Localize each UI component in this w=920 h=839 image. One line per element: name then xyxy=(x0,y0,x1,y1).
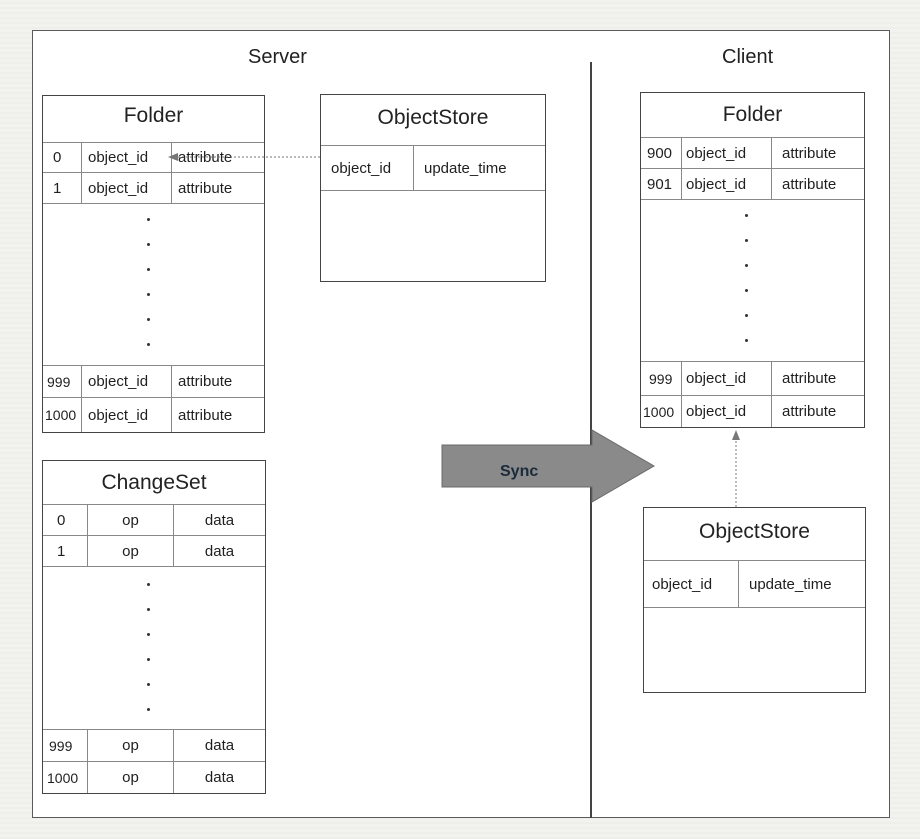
table-row: 999 object_id attribute xyxy=(43,365,264,397)
ellipsis-dot xyxy=(745,214,748,217)
row-attribute: attribute xyxy=(771,396,864,427)
row-op: op xyxy=(87,536,173,566)
row-index: 999 xyxy=(47,373,71,390)
row-data: data xyxy=(173,505,265,535)
table-row: 999 op data xyxy=(43,729,265,761)
row-object-id: object_id xyxy=(681,138,771,168)
table-row: object_id update_time xyxy=(321,145,545,191)
row-index: 0 xyxy=(57,511,66,529)
row-object-id: object_id xyxy=(81,398,171,432)
row-attribute: attribute xyxy=(171,398,264,432)
row-index: 999 xyxy=(49,737,73,754)
client-folder-table: Folder 900 object_id attribute 901 objec… xyxy=(640,92,865,428)
ellipsis-region xyxy=(641,199,864,361)
client-objectstore-table: ObjectStore object_id update_time xyxy=(643,507,866,693)
client-label: Client xyxy=(722,46,774,68)
ellipsis-dot xyxy=(147,218,150,221)
row-index: 901 xyxy=(647,175,673,193)
changeset-title: ChangeSet xyxy=(101,471,207,494)
table-row: 1000 op data xyxy=(43,761,265,793)
col-object-id: object_id xyxy=(652,575,713,593)
client-folder-title: Folder xyxy=(722,103,783,126)
ellipsis-dot xyxy=(147,583,150,586)
row-object-id: object_id xyxy=(81,366,171,397)
row-object-id: object_id xyxy=(681,362,771,395)
server-client-divider xyxy=(590,62,592,818)
col-update-time: update_time xyxy=(413,146,545,190)
ellipsis-region xyxy=(43,566,265,729)
table-row: 0 op data xyxy=(43,504,265,535)
sync-label: Sync xyxy=(500,463,539,480)
row-op: op xyxy=(87,762,173,793)
ellipsis-dot xyxy=(745,239,748,242)
col-object-id: object_id xyxy=(331,159,392,177)
row-data: data xyxy=(173,730,265,761)
ellipsis-dot xyxy=(147,243,150,246)
row-attribute: attribute xyxy=(771,138,864,168)
table-row: 999 object_id attribute xyxy=(641,361,864,395)
changeset-table: ChangeSet 0 op data 1 op data 999 op dat… xyxy=(42,460,266,794)
ellipsis-dot xyxy=(147,608,150,611)
row-object-id: object_id xyxy=(81,143,171,172)
server-objectstore-title: ObjectStore xyxy=(377,106,489,129)
server-objectstore-table: ObjectStore object_id update_time xyxy=(320,94,546,282)
table-row: 901 object_id attribute xyxy=(641,168,864,199)
row-object-id: object_id xyxy=(681,169,771,199)
row-data: data xyxy=(173,762,265,793)
row-object-id: object_id xyxy=(81,173,171,203)
ellipsis-dot xyxy=(745,289,748,292)
row-index: 0 xyxy=(53,149,62,166)
table-row: 1000 object_id attribute xyxy=(43,397,264,432)
table-row: 1 op data xyxy=(43,535,265,566)
row-index: 999 xyxy=(649,370,673,387)
server-link-arrowhead xyxy=(168,153,178,161)
server-folder-table: Folder 0 object_id attribute 1 object_id… xyxy=(42,95,265,433)
row-index: 1000 xyxy=(47,769,79,786)
ellipsis-dot xyxy=(147,633,150,636)
row-op: op xyxy=(87,730,173,761)
table-row: object_id update_time xyxy=(644,560,865,608)
row-index: 1000 xyxy=(643,403,675,420)
ellipsis-dot xyxy=(147,708,150,711)
ellipsis-dot xyxy=(745,339,748,342)
row-data: data xyxy=(173,536,265,566)
ellipsis-dot xyxy=(745,264,748,267)
sync-arrow xyxy=(441,429,655,503)
client-link-arrowhead xyxy=(732,430,740,440)
row-index: 900 xyxy=(647,144,673,162)
table-row: 1 object_id attribute xyxy=(43,172,264,203)
client-objectstore-title: ObjectStore xyxy=(699,520,810,543)
table-row: 1000 object_id attribute xyxy=(641,395,864,427)
row-attribute: attribute xyxy=(771,169,864,199)
col-update-time: update_time xyxy=(738,561,865,607)
row-object-id: object_id xyxy=(681,396,771,427)
table-row: 0 object_id attribute xyxy=(43,142,264,172)
row-index: 1000 xyxy=(45,407,77,423)
row-attribute: attribute xyxy=(771,362,864,395)
server-folder-title: Folder xyxy=(123,104,184,127)
server-label: Server xyxy=(248,46,307,68)
ellipsis-dot xyxy=(147,343,150,346)
row-index: 1 xyxy=(53,179,62,197)
row-attribute: attribute xyxy=(171,173,264,203)
ellipsis-dot xyxy=(147,318,150,321)
ellipsis-dot xyxy=(745,314,748,317)
row-op: op xyxy=(87,505,173,535)
row-index: 1 xyxy=(57,542,66,560)
table-row: 900 object_id attribute xyxy=(641,137,864,168)
ellipsis-dot xyxy=(147,268,150,271)
ellipsis-dot xyxy=(147,658,150,661)
row-attribute: attribute xyxy=(171,366,264,397)
ellipsis-dot xyxy=(147,293,150,296)
ellipsis-dot xyxy=(147,683,150,686)
ellipsis-region xyxy=(43,203,264,365)
